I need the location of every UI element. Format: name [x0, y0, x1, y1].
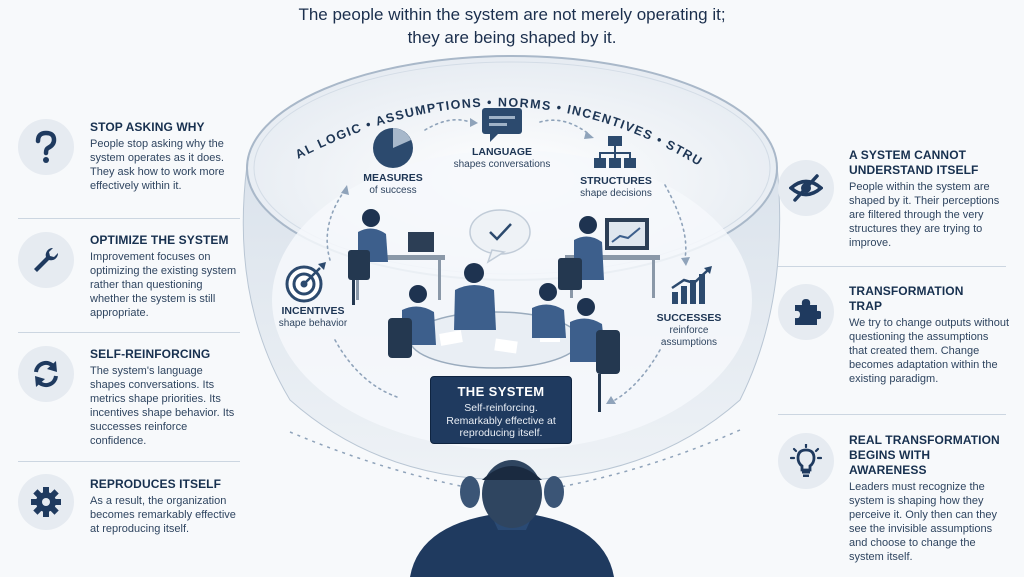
panel-body: Improvement focuses on optimizing the ex… [90, 251, 237, 319]
panel-real-transformation: REAL TRANSFORMATION BEGINS WITH AWARENES… [778, 433, 1010, 563]
panel-heading-line-2: TRAP [849, 299, 883, 313]
wrench-icon [34, 247, 59, 272]
panel-stop-asking-why: STOP ASKING WHY People stop asking why t… [18, 119, 238, 209]
panel-icon-circle [778, 160, 834, 216]
system-box-title: THE SYSTEM [457, 384, 545, 399]
lightbulb-icon [790, 444, 822, 477]
title-line-1: The people within the system are not mer… [298, 5, 726, 24]
org-chart-icon [594, 136, 636, 168]
panel-heading: STOP ASKING WHY [90, 120, 205, 134]
panel-heading-line-2: UNDERSTAND ITSELF [849, 163, 979, 177]
page-title: The people within the system are not mer… [170, 3, 854, 49]
successes-title: SUCCESSES [656, 312, 722, 324]
divider [18, 461, 240, 462]
desk-worker-right [558, 216, 660, 298]
incentives-subtitle: shape behavior [278, 318, 348, 329]
system-box-line-2: Remarkably effective at [446, 414, 556, 427]
panel-system-cannot-understand: A SYSTEM CANNOT UNDERSTAND ITSELF People… [778, 148, 1010, 260]
panel-transformation-trap: TRANSFORMATION TRAP We try to change out… [778, 284, 1010, 404]
node-successes: SUCCESSES reinforce assumptions [644, 312, 734, 349]
node-measures: MEASURES of success [343, 172, 443, 197]
successes-line2: reinforce [669, 325, 709, 336]
checkmark-bubble-icon [469, 209, 531, 264]
panel-icon-circle [18, 119, 74, 175]
panel-icon-circle [18, 232, 74, 288]
desk-worker-left [348, 209, 445, 305]
gear-icon [31, 487, 61, 517]
panel-self-reinforcing: SELF-REINFORCING The system's language s… [18, 346, 240, 447]
title-line-2: they are being shaped by it. [407, 28, 617, 47]
refresh-cycle-icon [34, 360, 58, 388]
successes-line3: assumptions [660, 337, 718, 348]
panel-heading: SELF-REINFORCING [90, 347, 211, 361]
measures-subtitle: of success [369, 185, 417, 196]
incentives-title: INCENTIVES [281, 305, 345, 317]
panel-body: People stop asking why the system operat… [90, 138, 225, 192]
structures-title: STRUCTURES [580, 175, 652, 187]
divider [778, 266, 1006, 267]
pie-chart-icon [373, 128, 413, 168]
panel-body: The system's language shapes conversatio… [90, 365, 235, 447]
question-mark-icon [35, 130, 57, 163]
system-box-line-3: reproducing itself. [459, 427, 543, 439]
panel-heading-line-1: TRANSFORMATION [849, 284, 964, 298]
speech-bubble-icon [482, 108, 522, 142]
panel-body: Leaders must recognize the system is sha… [849, 481, 997, 563]
system-box: THE SYSTEM Self-reinforcing. Remarkably … [430, 376, 572, 444]
panel-optimize-the-system: OPTIMIZE THE SYSTEM Improvement focuses … [18, 232, 240, 327]
panel-reproduces-itself: REPRODUCES ITSELF As a result, the organ… [18, 474, 240, 554]
panel-body: We try to change outputs without questio… [849, 317, 1009, 385]
system-box-line-1: Self-reinforcing. [464, 402, 538, 414]
divider [18, 332, 240, 333]
node-language: LANGUAGE shapes conversations [442, 146, 562, 171]
language-subtitle: shapes conversations [453, 159, 551, 170]
panel-body: People within the system are shaped by i… [849, 181, 1000, 249]
observer-figure [410, 460, 614, 577]
node-incentives: INCENTIVES shape behavior [268, 305, 358, 330]
structures-subtitle: shape decisions [580, 188, 652, 199]
eye-slash-icon [789, 174, 823, 202]
panel-icon-circle [18, 474, 74, 530]
divider [18, 218, 240, 219]
meeting-table [409, 311, 581, 369]
rising-chart-icon [671, 266, 712, 304]
target-icon [285, 262, 326, 303]
panel-icon-circle [778, 433, 834, 489]
divider [778, 414, 1006, 415]
panel-heading-line-1: REAL TRANSFORMATION [849, 433, 1000, 447]
panel-icon-circle [18, 346, 74, 402]
panel-heading-line-1: A SYSTEM CANNOT [849, 148, 967, 162]
panel-heading-line-2: BEGINS WITH AWARENESS [849, 448, 931, 477]
language-title: LANGUAGE [471, 146, 533, 158]
panel-body: As a result, the organization becomes re… [90, 495, 236, 535]
system-box-lines: Self-reinforcing. Remarkably effective a… [431, 402, 571, 440]
node-structures: STRUCTURES shape decisions [566, 175, 666, 200]
measures-title: MEASURES [363, 172, 423, 184]
panel-heading: REPRODUCES ITSELF [90, 477, 222, 491]
panel-heading: OPTIMIZE THE SYSTEM [90, 233, 229, 247]
panel-icon-circle [778, 284, 834, 340]
puzzle-piece-icon [795, 299, 821, 325]
